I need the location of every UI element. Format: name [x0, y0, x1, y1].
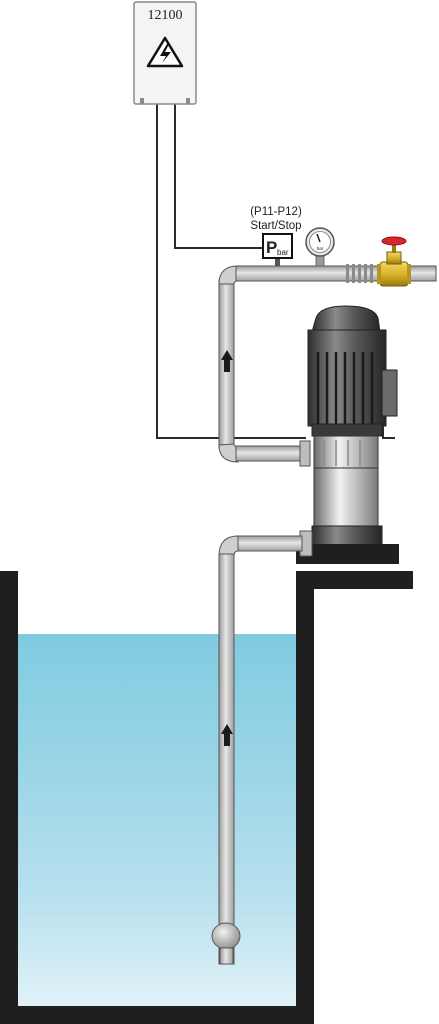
pressure-gauge-icon: bar: [305, 227, 335, 267]
pressure-switch-label-1: (P11-P12): [250, 206, 302, 218]
pump-base-slab: [296, 571, 413, 589]
arrow-up-icon: [221, 350, 233, 372]
control-box: 12100: [133, 1, 197, 105]
wire-to-pressure-switch: [174, 104, 262, 249]
water-tank: [0, 571, 413, 1024]
pressure-switch-unit: bar: [277, 248, 289, 257]
pressure-switch-symbol: P: [266, 238, 277, 257]
arrow-up-icon: [221, 724, 233, 746]
motor-housing: [307, 329, 387, 427]
motor-terminal-box: [381, 369, 398, 417]
pump-body: [313, 467, 379, 527]
pressure-gauge-unit: bar: [317, 246, 324, 251]
pressure-switch: P bar: [262, 233, 293, 266]
water-body: [18, 634, 296, 1006]
motor-cap: [311, 305, 381, 333]
control-box-label: 12100: [148, 8, 183, 23]
vertical-pump: [296, 305, 399, 564]
suction-pipe: [211, 530, 313, 965]
gate-valve-icon: [377, 236, 411, 287]
wire-to-motor: [156, 104, 306, 439]
pressure-switch-label-2: Start/Stop: [250, 220, 301, 232]
foot-valve: [211, 922, 241, 950]
high-voltage-icon: [146, 36, 184, 68]
motor-fins: [316, 352, 374, 424]
